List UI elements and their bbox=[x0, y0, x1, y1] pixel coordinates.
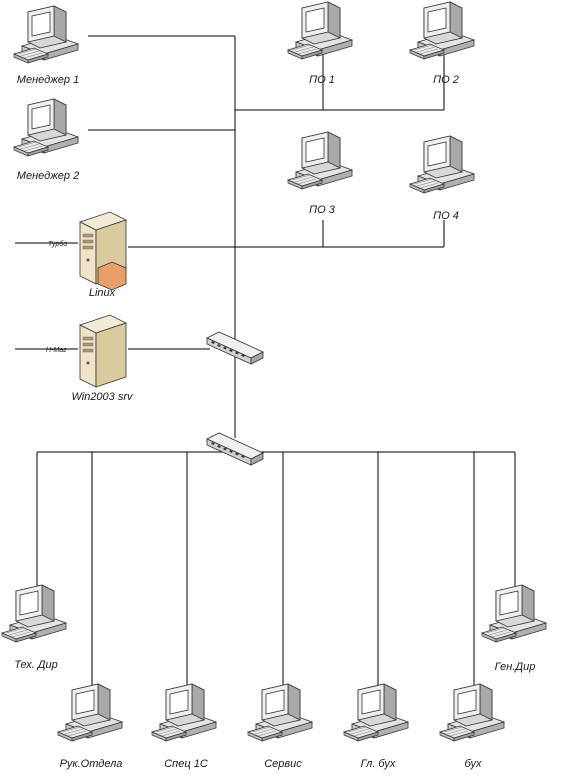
computer-icon bbox=[287, 1, 353, 60]
workstation-spec-1c[interactable]: Спец 1С bbox=[151, 683, 217, 770]
computer-icon bbox=[13, 98, 79, 157]
workstation-label: Гл. бух bbox=[361, 758, 396, 770]
workstation-manager2[interactable]: Менеджер 2 bbox=[13, 98, 79, 182]
server-win2003[interactable]: Win2003 srv Н-Маг bbox=[46, 314, 134, 403]
workstation-label: Ген.Дир bbox=[495, 661, 536, 673]
uplink-label: Н-Маг bbox=[46, 347, 67, 354]
computer-icon bbox=[439, 683, 505, 742]
computer-icon bbox=[247, 683, 313, 742]
workstation-tech-dir[interactable]: Тех. Дир bbox=[1, 584, 67, 671]
network-links bbox=[15, 35, 516, 688]
workstation-label: ПО 4 bbox=[433, 210, 459, 222]
computer-icon bbox=[287, 131, 353, 190]
workstation-label: ПО 1 bbox=[309, 74, 335, 86]
workstation-label: Спец 1С bbox=[164, 758, 208, 770]
workstation-label: бух bbox=[465, 758, 482, 770]
computer-icon bbox=[481, 584, 547, 643]
workstation-service[interactable]: Сервис bbox=[247, 683, 313, 770]
workstation-gl-buh[interactable]: Гл. бух bbox=[343, 683, 409, 770]
server-tower-icon bbox=[79, 314, 127, 388]
computer-icon bbox=[151, 683, 217, 742]
workstation-label: ПО 2 bbox=[433, 74, 459, 86]
computer-icon bbox=[409, 1, 475, 60]
workstation-buh[interactable]: бух bbox=[439, 683, 505, 770]
workstation-po2[interactable]: ПО 2 bbox=[409, 1, 475, 86]
server-label: Linux bbox=[89, 287, 116, 299]
workstation-po1[interactable]: ПО 1 bbox=[287, 1, 353, 86]
computer-icon bbox=[409, 135, 475, 194]
workstation-po3[interactable]: ПО 3 bbox=[287, 131, 353, 216]
workstation-po4[interactable]: ПО 4 bbox=[409, 135, 475, 222]
computer-icon bbox=[57, 683, 123, 742]
workstation-label: ПО 3 bbox=[309, 204, 336, 216]
workstation-label: Менеджер 2 bbox=[17, 170, 79, 182]
computer-icon bbox=[13, 5, 79, 64]
workstation-label: Менеджер 1 bbox=[17, 74, 79, 86]
workstation-manager1[interactable]: Менеджер 1 bbox=[13, 5, 79, 86]
package-icon bbox=[97, 261, 127, 291]
workstation-label: Сервис bbox=[264, 758, 302, 770]
workstation-label: Рук.Отдела bbox=[60, 758, 123, 770]
workstation-label: Тех. Дир bbox=[14, 659, 58, 671]
server-linux[interactable]: Linux Турбо bbox=[48, 211, 127, 299]
uplink-label: Турбо bbox=[48, 240, 67, 248]
computer-icon bbox=[343, 683, 409, 742]
workstation-gen-dir[interactable]: Ген.Дир bbox=[481, 584, 547, 673]
workstation-ruk-otdela[interactable]: Рук.Отдела bbox=[57, 683, 123, 770]
computer-icon bbox=[1, 584, 67, 643]
server-label: Win2003 srv bbox=[71, 391, 134, 403]
